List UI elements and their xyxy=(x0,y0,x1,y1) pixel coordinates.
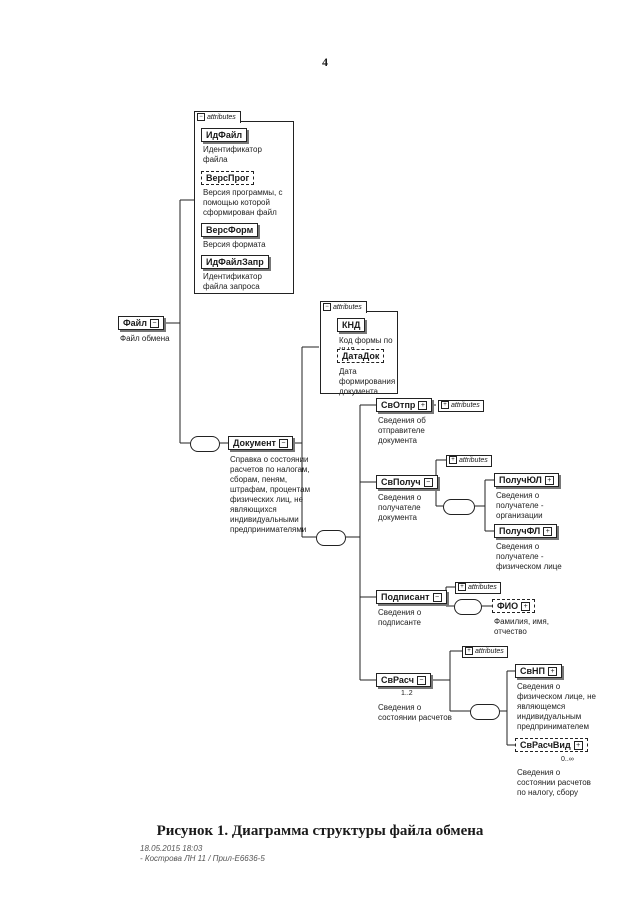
svrasch-attributes: +attributes xyxy=(462,646,508,658)
element-fio-label: ФИО xyxy=(497,601,519,611)
element-fajl: Файл− xyxy=(118,316,164,330)
element-svnp-desc: Сведения о физическом лице, не являющемс… xyxy=(517,682,596,731)
stamp-line-1: 18.05.2015 18:03 xyxy=(140,844,203,853)
element-svrasch-label: СвРасч xyxy=(381,675,414,685)
element-fajl-label: Файл xyxy=(123,318,147,328)
element-svnp: СвНП+ xyxy=(515,664,563,678)
figure-caption: Рисунок 1. Диаграмма структуры файла обм… xyxy=(156,823,484,839)
expand-icon: + xyxy=(449,456,457,464)
element-poluchul: ПолучЮЛ+ xyxy=(494,473,559,487)
element-svnp-label: СвНП xyxy=(520,666,546,676)
root-attributes-panel: −attributes ИдФайл Идентификатор файла В… xyxy=(194,111,294,294)
expand-icon: + xyxy=(458,583,466,591)
element-svrasch: СвРасч− xyxy=(376,673,431,687)
element-fio: ФИО+ xyxy=(492,599,536,613)
element-svraschvid-desc: Сведения о состоянии расчетов по налогу,… xyxy=(517,768,591,797)
sequence-icon xyxy=(190,436,220,452)
expand-icon: − xyxy=(149,319,159,328)
stamp-line-2: - Кострова ЛН 11 / Прил-Е6636-5 xyxy=(140,854,265,863)
element-dokument-label: Документ xyxy=(233,438,276,448)
attr-versform-desc: Версия формата xyxy=(203,240,266,249)
element-svrasch-desc: Сведения о состоянии расчетов xyxy=(378,703,452,722)
attr-datadok-desc: Дата формирования документа xyxy=(339,367,396,396)
element-svpoluch-desc: Сведения о получателе документа xyxy=(378,493,422,522)
attr-idfajl-desc: Идентификатор файла xyxy=(203,145,262,164)
expand-icon: + xyxy=(418,401,428,410)
collapse-icon: − xyxy=(197,113,205,121)
expand-icon: + xyxy=(544,476,554,485)
attr-knd: КНД xyxy=(337,318,366,332)
expand-icon: + xyxy=(441,401,449,409)
element-fio-desc: Фамилия, имя, отчество xyxy=(494,617,549,636)
svraschvid-cardinality: 0..∞ xyxy=(561,756,574,763)
element-svotpr-label: СвОтпр xyxy=(381,400,416,410)
sequence-icon xyxy=(454,599,482,615)
attr-versform: ВерсФорм xyxy=(201,223,259,237)
choice-icon xyxy=(443,499,475,515)
element-svotpr-desc: Сведения об отправителе документа xyxy=(378,416,426,445)
svrasch-cardinality: 1..2 xyxy=(401,690,413,697)
attributes-label: −attributes xyxy=(194,111,241,123)
element-svotpr: СвОтпр+ xyxy=(376,398,433,412)
attr-versprog: ВерсПрог xyxy=(201,171,255,185)
expand-icon: − xyxy=(432,593,442,602)
element-dokument-desc: Справка о состоянии расчетов по налогам,… xyxy=(230,455,311,534)
attr-versprog-desc: Версия программы, с помощью которой сфор… xyxy=(203,188,283,217)
expand-icon: + xyxy=(573,741,583,750)
expand-icon: + xyxy=(521,602,531,611)
element-poluchul-desc: Сведения о получателе - организации xyxy=(496,491,544,520)
attr-idfajlzapr-desc: Идентификатор файла запроса xyxy=(203,272,262,291)
element-svpoluch-label: СвПолуч xyxy=(381,477,421,487)
element-dokument: Документ− xyxy=(228,436,293,450)
element-podpisant-desc: Сведения о подписанте xyxy=(378,608,422,627)
page-number: 4 xyxy=(322,55,328,69)
expand-icon: − xyxy=(416,676,426,685)
element-podpisant-label: Подписант xyxy=(381,592,430,602)
expand-icon: + xyxy=(548,667,558,676)
expand-icon: + xyxy=(543,527,553,536)
element-svraschvid-label: СвРасчВид xyxy=(520,740,571,750)
attr-idfajlzapr: ИдФайлЗапр xyxy=(201,255,269,269)
element-fajl-desc: Файл обмена xyxy=(120,334,170,343)
collapse-icon: − xyxy=(323,303,331,311)
svotpr-attributes: +attributes xyxy=(438,400,484,412)
podpisant-attributes: +attributes xyxy=(455,582,501,594)
sequence-icon xyxy=(470,704,500,720)
expand-icon: + xyxy=(465,647,473,655)
sequence-icon xyxy=(316,530,346,546)
element-poluchul-label: ПолучЮЛ xyxy=(499,475,542,485)
element-poluchfl-label: ПолучФЛ xyxy=(499,526,541,536)
element-svpoluch: СвПолуч− xyxy=(376,475,438,489)
attr-datadok: ДатаДок xyxy=(337,349,385,363)
element-poluchfl-desc: Сведения о получателе - физическом лице xyxy=(496,542,562,571)
element-poluchfl: ПолучФЛ+ xyxy=(494,524,558,538)
element-podpisant: Подписант− xyxy=(376,590,447,604)
svpoluch-attributes: +attributes xyxy=(446,455,492,467)
attributes-label: −attributes xyxy=(320,301,367,313)
document-attributes-panel: −attributes КНД Код формы по КНД ДатаДок… xyxy=(320,301,398,396)
expand-icon: − xyxy=(278,439,288,448)
element-svraschvid: СвРасчВид+ xyxy=(515,738,588,752)
expand-icon: − xyxy=(423,478,433,487)
attr-idfajl: ИдФайл xyxy=(201,128,248,142)
